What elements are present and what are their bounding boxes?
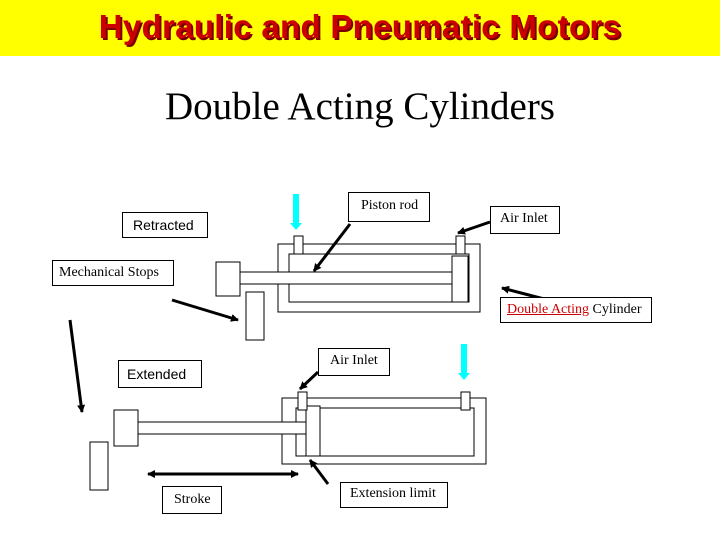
extended-label: Extended xyxy=(118,360,202,388)
slide-subtitle: Double Acting Cylinders xyxy=(165,85,555,128)
piston-rod-label: Piston rod xyxy=(348,192,430,222)
double-acting-cylinder-label: Double Acting Cylinder xyxy=(500,297,652,323)
mechanical-stops-label: Mechanical Stops xyxy=(52,260,174,286)
piston-rod-pointer xyxy=(312,223,352,272)
air-inlet-top-pointer xyxy=(457,220,491,235)
title-banner xyxy=(0,0,720,56)
extended-cylinder xyxy=(113,391,487,465)
air-inlet-arrow-bottom xyxy=(458,344,470,380)
air-inlet-bottom-pointer xyxy=(298,370,320,391)
air-inlet-arrow-top xyxy=(290,194,302,230)
air-inlet-top-label: Air Inlet xyxy=(490,206,560,234)
mechanical-stops-pointer xyxy=(171,298,239,322)
cylinder-text: Cylinder xyxy=(592,302,642,317)
extension-limit-label: Extension limit xyxy=(340,482,448,508)
mechanical-stop-top xyxy=(245,291,265,341)
page-title: Hydraulic and Pneumatic Motors xyxy=(98,8,622,45)
air-inlet-bottom-label: Air Inlet xyxy=(318,348,390,376)
retracted-label: Retracted xyxy=(122,212,208,238)
double-acting-text: Double Acting xyxy=(507,302,590,317)
retracted-cylinder xyxy=(215,235,481,313)
extension-limit-pointer xyxy=(308,459,330,485)
stroke-label: Stroke xyxy=(162,486,222,514)
mechanical-stop-bottom xyxy=(89,441,109,491)
retracted-to-extended-pointer xyxy=(68,319,86,413)
